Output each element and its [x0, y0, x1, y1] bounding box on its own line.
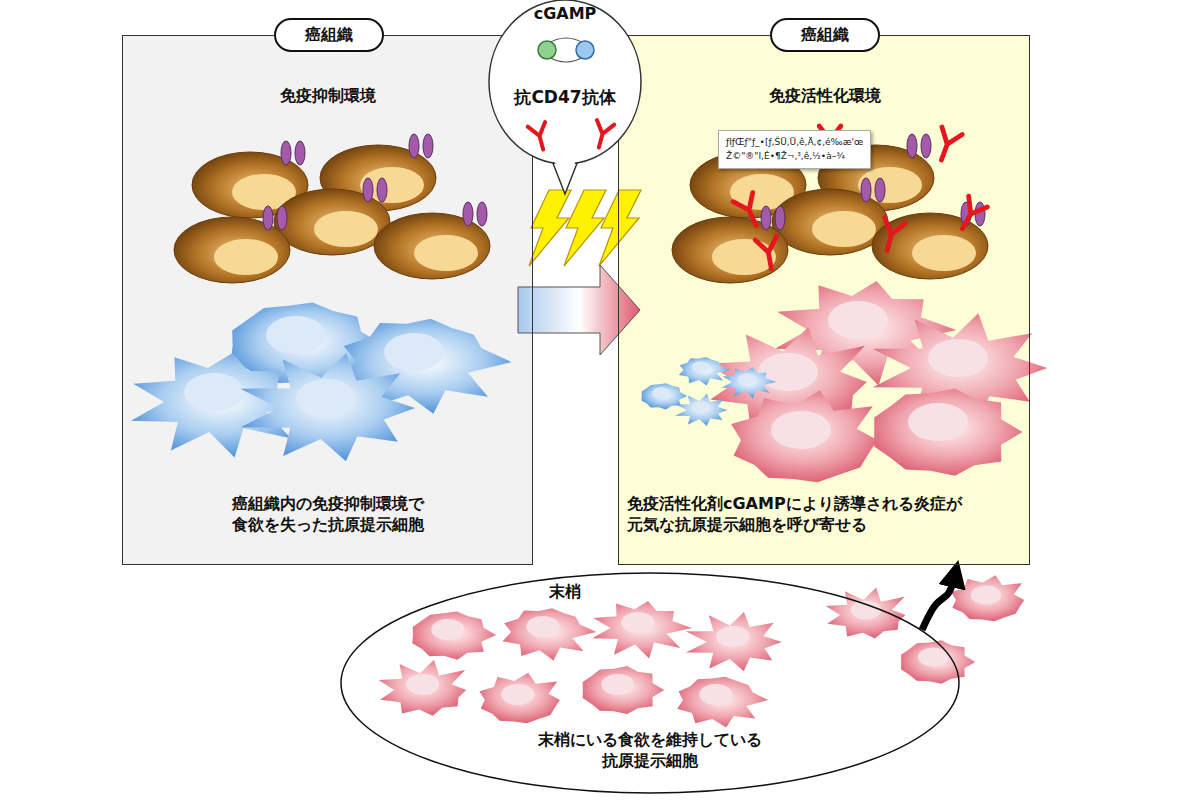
- node-caption: 抗CD47抗体: [490, 86, 640, 108]
- antigen-presenting-cell: [592, 601, 692, 659]
- text-slot: 免疫抑制環境: [178, 86, 478, 107]
- antibody: [953, 196, 987, 234]
- antibody: [733, 193, 766, 230]
- antigen-presenting-cell: [679, 357, 730, 385]
- tumor-cell: [274, 178, 390, 255]
- periphery-ellipse: 末梢末梢にいる食欲を維持している 抗原提示細胞: [340, 572, 960, 794]
- panel-ground: [618, 35, 1030, 565]
- antigen-presenting-cell: [901, 640, 975, 684]
- node-heading: 免疫抑制環境: [178, 86, 478, 107]
- antigen-presenting-cell: [583, 666, 665, 714]
- antibody: [528, 122, 552, 152]
- tumor-cell: [672, 206, 788, 283]
- text-slot: 免疫活性化剤cGAMPにより誘導される炎症が 元気な抗原提示細胞を呼び寄せる: [627, 494, 1027, 536]
- title-pill: 癌組織: [274, 18, 384, 52]
- antibody: [590, 120, 614, 150]
- text-slot: 癌組織内の免疫抑制環境で 食欲を失った抗原提示細胞: [198, 494, 458, 536]
- antigen-presenting-cell: [503, 608, 597, 660]
- antigen-presenting-cell: [412, 612, 496, 660]
- recruit-arrow: [922, 571, 956, 630]
- antigen-presenting-cell: [479, 673, 560, 724]
- antigen-presenting-cell: [731, 390, 877, 482]
- pill-label: 癌組織: [801, 25, 849, 46]
- node-heading: 末梢: [525, 582, 605, 603]
- node-caption: 末梢にいる食欲を維持している 抗原提示細胞: [500, 730, 800, 772]
- note-box: ƒIƒŒƒ"ƒ_•[ƒ‚ŠÜ,Ü,ê,Ä,¢,é‰æ'œŽ©"®"I,É•¶Ž¬…: [718, 130, 871, 169]
- pill-label: 癌組織: [305, 25, 353, 46]
- antigen-presenting-cell: [874, 388, 1022, 475]
- antigen-presenting-cell: [677, 677, 768, 728]
- lightning: [564, 190, 606, 266]
- bubble-outline: [487, 0, 643, 168]
- node-heading: 免疫活性化環境: [675, 86, 975, 107]
- tissue-panel: 免疫抑制環境癌組織内の免疫抑制環境で 食欲を失った抗原提示細胞癌組織: [122, 35, 533, 565]
- node-caption: 免疫活性化剤cGAMPにより誘導される炎症が 元気な抗原提示細胞を呼び寄せる: [627, 494, 1027, 536]
- panel-ground: [122, 35, 533, 565]
- text-slot: 抗CD47抗体: [490, 86, 640, 108]
- transition-arrow: [518, 265, 640, 355]
- garbled-note: Ž©"®"I,É•¶Ž¬,³,ê,½•à–¾: [726, 149, 863, 163]
- tumor-cell: [772, 178, 888, 255]
- antigen-presenting-cell: [951, 575, 1024, 621]
- antigen-presenting-cell: [240, 353, 415, 461]
- antigen-presenting-cell: [675, 394, 728, 426]
- tumor-cell: [374, 202, 490, 279]
- antibody: [877, 218, 906, 254]
- garbled-note: ƒIƒŒƒ"ƒ_•[ƒ‚ŠÜ,Ü,ê,Ä,¢,é‰æ'œ: [726, 135, 863, 149]
- tissue-panel: 免疫活性化環境免疫活性化剤cGAMPにより誘導される炎症が 元気な抗原提示細胞を…: [618, 35, 1030, 565]
- lightning: [529, 190, 571, 266]
- lightning: [599, 190, 641, 266]
- text-slot: 末梢: [525, 582, 605, 603]
- antigen-presenting-cell: [379, 660, 467, 716]
- antigen-presenting-cell: [686, 612, 782, 671]
- antibody: [931, 127, 962, 164]
- antigen-presenting-cell: [722, 367, 776, 398]
- node-caption: 癌組織内の免疫抑制環境で 食欲を失った抗原提示細胞: [198, 494, 458, 536]
- tumor-cell: [174, 206, 290, 283]
- text-slot: 末梢にいる食欲を維持している 抗原提示細胞: [500, 730, 800, 772]
- text-slot: 免疫活性化環境: [675, 86, 975, 107]
- text-slot: cGAMP: [495, 4, 635, 25]
- antibody: [755, 236, 782, 270]
- title-pill: 癌組織: [770, 18, 880, 52]
- node-heading: cGAMP: [495, 4, 635, 25]
- speech-bubble: cGAMP 抗CD47抗体: [487, 0, 643, 168]
